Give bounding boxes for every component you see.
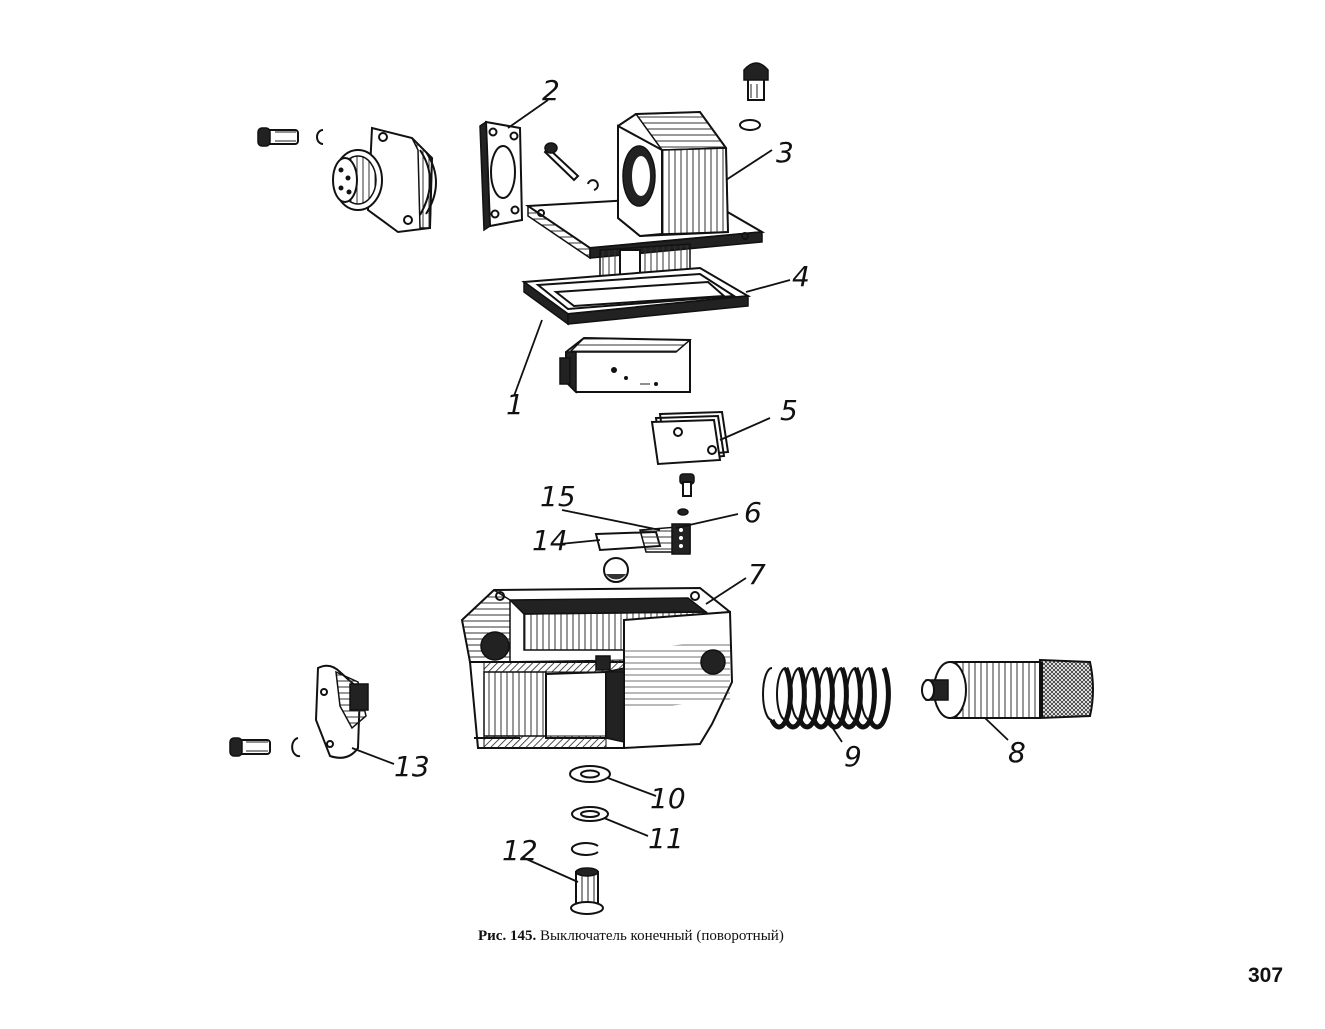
spring-coil-back: [832, 667, 843, 721]
connector-lock-ring: [316, 129, 324, 145]
callout-15: 15: [540, 480, 576, 513]
pin-screw: [543, 142, 580, 182]
callout-12: 12: [502, 834, 538, 867]
retaining-ring: [570, 842, 599, 856]
contact-assembly: [594, 523, 691, 555]
shaft-12: [570, 867, 604, 915]
spring-coil-front: [797, 666, 821, 730]
spring-coil-front: [769, 666, 793, 730]
leader-lines: [351, 99, 1009, 883]
gasket-4: [521, 266, 752, 326]
cam-screw: [229, 737, 271, 757]
callout-8: 8: [1008, 736, 1026, 769]
washer-11: [571, 806, 609, 822]
callout-1: 1: [506, 388, 524, 421]
spring-coil-front: [811, 666, 835, 730]
callout-13: 13: [394, 750, 430, 783]
spring-coil-back: [846, 667, 857, 721]
callout-9: 9: [844, 740, 862, 773]
figure-caption-prefix: Рис. 145.: [478, 928, 537, 944]
top-screw: [743, 62, 769, 101]
page-number: 307: [1248, 964, 1284, 987]
callout-11: 11: [648, 822, 684, 855]
connector-plug: [332, 126, 437, 234]
small-washer: [677, 508, 689, 516]
callout-6: 6: [744, 496, 762, 529]
spring-coil-front: [853, 666, 877, 730]
plunger-8: [921, 658, 1094, 720]
spring-coil-front: [839, 666, 863, 730]
spring-coil-back: [776, 667, 787, 721]
figure-caption: Рис. 145. Выключатель конечный (поворотн…: [478, 928, 784, 945]
callout-2: 2: [542, 74, 560, 107]
micro-switch: [559, 336, 692, 394]
spring-coil-back: [804, 667, 815, 721]
small-screw: [679, 473, 695, 497]
spring-coil-front: [783, 666, 807, 730]
detent-ball: [603, 557, 629, 583]
callout-7: 7: [748, 558, 766, 591]
insulating-plate-5: [650, 410, 730, 466]
housing-cover-3: [524, 110, 766, 291]
callout-4: 4: [792, 260, 810, 293]
callout-5: 5: [780, 394, 798, 427]
spring-coil-back: [790, 667, 801, 721]
washer-10: [569, 765, 611, 783]
top-washer: [739, 119, 761, 131]
spring-coil-back: [818, 667, 829, 721]
callout-14: 14: [532, 524, 568, 557]
cam-13: [314, 664, 369, 759]
callout-10: 10: [650, 782, 686, 815]
spring-coil-back: [762, 667, 773, 721]
spring-9: [762, 666, 891, 730]
callout-labels: 1 2 3 4 5 6 7 8 9 10 11 12 13 14 15: [394, 74, 1026, 867]
pin-lock-ring: [587, 179, 599, 191]
switch-body-7: [460, 586, 734, 750]
figure-caption-text: Выключатель конечный (поворотный): [539, 928, 784, 944]
connector-screw: [257, 127, 299, 147]
cam-lock-ring: [291, 737, 301, 758]
spring-coil-back: [860, 667, 871, 721]
spring-coil-front: [867, 666, 891, 730]
callout-3: 3: [776, 136, 794, 169]
gasket-2: [479, 120, 524, 232]
